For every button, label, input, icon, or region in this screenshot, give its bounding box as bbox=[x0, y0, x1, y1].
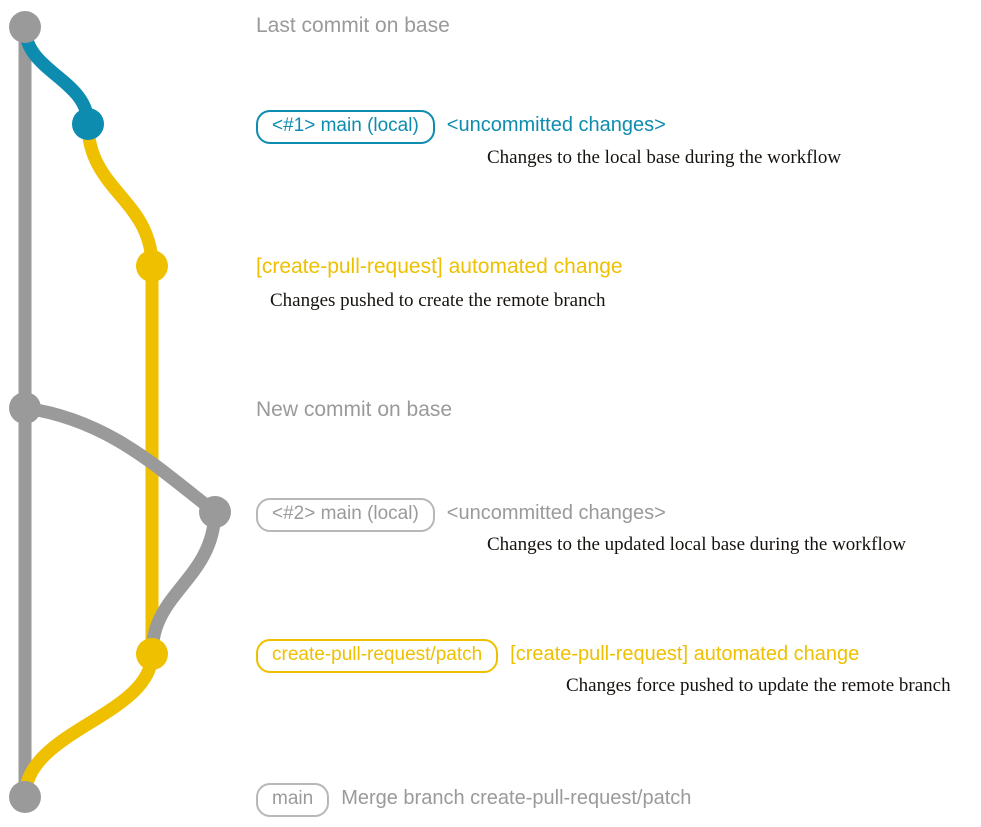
commit-note-remote-automated-change-2: Changes force pushed to update the remot… bbox=[566, 675, 951, 696]
commit-note-local-change-1: Changes to the local base during the wor… bbox=[487, 147, 842, 168]
edge-remote-2-to-merge bbox=[18, 647, 159, 804]
commit-node-local-change-2[interactable] bbox=[199, 496, 231, 528]
commit-subject-merge-commit: Merge branch create-pull-request/patch bbox=[341, 787, 692, 809]
commit-subject-last-commit-on-base: Last commit on base bbox=[256, 14, 450, 37]
commit-subject-remote-automated-change-2: [create-pull-request] automated change bbox=[510, 643, 860, 665]
commit-row-remote-automated-change-2: create-pull-request/patch [create-pull-r… bbox=[256, 639, 859, 673]
commit-subject-new-commit-on-base: New commit on base bbox=[256, 398, 453, 421]
edge-local-1-to-remote-1 bbox=[81, 117, 159, 273]
commit-node-merge-commit[interactable] bbox=[9, 781, 41, 813]
commit-node-remote-automated-change-1[interactable] bbox=[136, 250, 168, 282]
edge-base-2-to-local-2 bbox=[18, 401, 222, 519]
commit-row-local-change-2: <#2> main (local) <uncommitted changes> bbox=[256, 498, 666, 532]
branch-chip-main[interactable]: main bbox=[256, 783, 330, 817]
branch-chip-main-local-2[interactable]: <#2> main (local) bbox=[256, 498, 435, 532]
commit-node-new-commit-on-base[interactable] bbox=[9, 392, 41, 424]
commit-node-local-change-1[interactable] bbox=[72, 108, 104, 140]
branch-chip-create-pull-request-patch[interactable]: create-pull-request/patch bbox=[256, 639, 499, 673]
edge-base-to-local-1 bbox=[18, 20, 95, 131]
commit-node-remote-automated-change-2[interactable] bbox=[136, 638, 168, 670]
commit-subject-local-change-2: <uncommitted changes> bbox=[446, 502, 666, 524]
commit-note-local-change-2: Changes to the updated local base during… bbox=[487, 534, 906, 555]
commit-row-local-change-1: <#1> main (local) <uncommitted changes> bbox=[256, 110, 666, 144]
commit-row-merge-commit: main Merge branch create-pull-request/pa… bbox=[256, 783, 691, 817]
commit-subject-local-change-1: <uncommitted changes> bbox=[446, 114, 666, 136]
commit-node-last-commit-on-base[interactable] bbox=[9, 11, 41, 43]
commit-note-remote-automated-change-1: Changes pushed to create the remote bran… bbox=[270, 290, 606, 311]
edge-local-2-to-remote-2 bbox=[145, 505, 222, 661]
branch-chip-main-local-1[interactable]: <#1> main (local) bbox=[256, 110, 435, 144]
commit-subject-remote-automated-change-1: [create-pull-request] automated change bbox=[256, 255, 623, 278]
